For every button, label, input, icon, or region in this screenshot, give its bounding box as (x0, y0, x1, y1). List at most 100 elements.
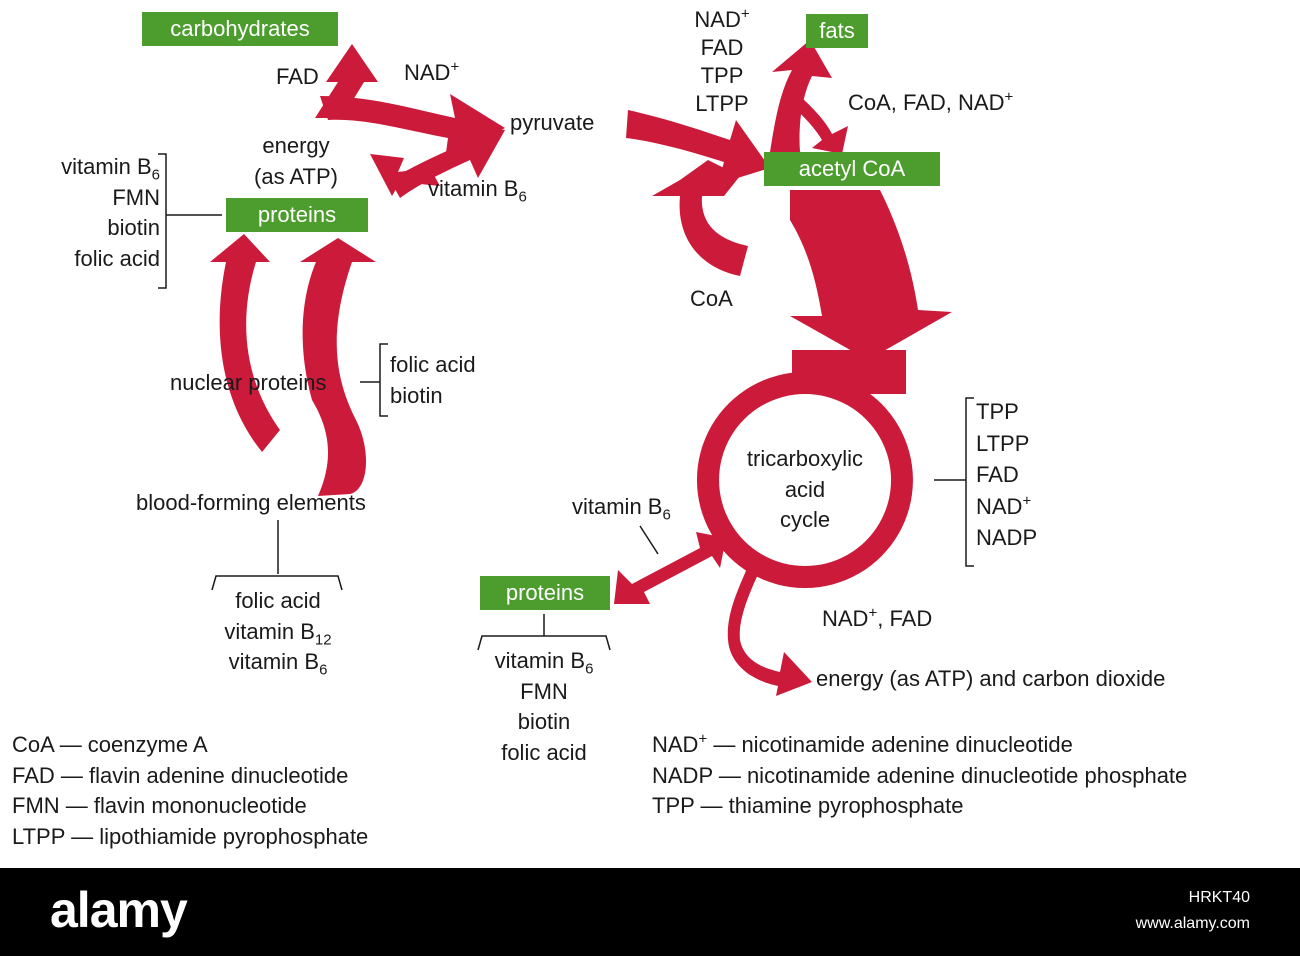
cofactor-item: folic acid (501, 739, 587, 765)
nad-fad-label: NAD+, FAD (822, 604, 932, 634)
proteins-box-top: proteins (226, 198, 368, 232)
vitamin-sub: 6 (585, 660, 594, 678)
metabolism-diagram: carbohydrates proteins fats acetyl CoA p… (12, 6, 1187, 852)
coa-label: CoA (690, 286, 733, 311)
arrow-coa-recycle (652, 160, 748, 276)
vitamin-b6-label: vitamin B6 (428, 174, 527, 204)
cofactor-item: LTPP (695, 91, 749, 116)
arc-proteins-right (300, 238, 376, 496)
nad-text: NAD (404, 60, 451, 85)
nad-plus: + (868, 604, 878, 622)
cofactor-vitamin-b6: vitamin B6 (196, 647, 360, 678)
cofactor-item: FMN (112, 184, 160, 210)
energy-co2-label: energy (as ATP) and carbon dioxide (816, 666, 1166, 691)
arrow-pyruvate-to-carbohydrates (315, 44, 378, 118)
image-id: HRKT40 (1188, 889, 1250, 906)
arrow-tca-to-energy (727, 566, 812, 696)
nad-plus: + (698, 730, 708, 748)
vitamin-text: vitamin B (572, 494, 663, 519)
energy-line2: (as ATP) (254, 164, 338, 189)
legend-item: CoA — coenzyme A (12, 732, 208, 757)
vitamin-text: vitamin B (224, 618, 315, 644)
cofactor-item: FMN (520, 678, 568, 704)
vitamin-sub: 6 (151, 166, 160, 184)
arrow-acetyl-fats-right (794, 96, 848, 154)
bracket-blood (211, 520, 343, 591)
cofactor-item: FAD (700, 35, 744, 60)
tca-neck (792, 350, 906, 394)
legend-item-nad: NAD+ — nicotinamide adenine dinucleotide (652, 730, 1187, 761)
bracket-proteins-bottom (477, 614, 611, 651)
nad-plus: + (740, 5, 750, 23)
vitamin-sub: 12 (314, 630, 332, 648)
acetyl-coa-box: acetyl CoA (764, 152, 940, 186)
legend-item: TPP — thiamine pyrophosphate (652, 793, 964, 818)
cofactor-item: biotin (390, 382, 443, 408)
bracket-proteins-top (158, 153, 222, 289)
cofactor-item: TPP (700, 63, 744, 88)
leader-vitamin-b6 (639, 525, 659, 555)
fad-label: FAD (276, 64, 319, 89)
proteins-top-cofactors: vitamin B6 FMN biotin folic acid (30, 152, 160, 274)
alamy-logo: alamy (50, 882, 188, 938)
proteins-bottom-cofactors: vitamin B6 FMN biotin folic acid (474, 646, 614, 768)
legend-item: NADP — nicotinamide adenine dinucleotide… (652, 762, 1188, 788)
legend-item: FMN — flavin mononucleotide (12, 793, 307, 818)
cofactor-item: folic acid (235, 588, 321, 613)
energy-label: energy (as ATP) (238, 130, 354, 192)
cofactor-item: LTPP (976, 430, 1030, 456)
blood-cofactors: folic acid vitamin B12 vitamin B6 (196, 586, 360, 678)
bracket-tca (934, 397, 974, 567)
cofactor-nad: NAD+ (976, 491, 1037, 523)
legend-right: NAD+ — nicotinamide adenine dinucleotide… (652, 730, 1187, 822)
arc-proteins-left (210, 234, 280, 452)
coa-fad-nad-text: CoA, FAD, NAD (848, 90, 1005, 115)
nad-definition: — nicotinamide adenine dinucleotide (707, 732, 1073, 757)
pathway-arrows (158, 40, 974, 696)
nad-plus: + (1022, 492, 1032, 510)
proteins-box-bottom: proteins (480, 576, 610, 610)
tca-label: tricarboxylic acid cycle (730, 444, 880, 536)
nad-text: NAD (976, 493, 1023, 519)
tca-cofactors: TPP LTPP FAD NAD+ NADP (976, 396, 1037, 554)
vitamin-sub: 6 (518, 188, 527, 206)
arrow-pyruvate-to-proteins (370, 154, 440, 196)
vitamin-text: vitamin B (61, 154, 152, 179)
cofactor-item: folic acid (390, 352, 476, 377)
coa-fad-nad-label: CoA, FAD, NAD+ (848, 88, 1013, 118)
nuclear-proteins-label: nuclear proteins (170, 370, 327, 395)
cofactor-item: TPP (976, 399, 1019, 424)
legend-item: LTPP — lipothiamide pyrophosphate (12, 823, 369, 849)
legend-item: FAD — flavin adenine dinucleotide (12, 762, 349, 788)
vitamin-b6-tca-label: vitamin B6 (572, 492, 671, 522)
bracket-nuclear (360, 343, 388, 417)
blood-forming-label: blood-forming elements (136, 490, 366, 515)
cofactor-item: NADP (976, 525, 1038, 550)
energy-line1: energy (262, 133, 330, 158)
tca-line1: tricarboxylic (746, 446, 864, 471)
nad-text: NAD (822, 606, 869, 631)
fats-box: fats (806, 14, 868, 48)
cofactor-vitamin-b12: vitamin B12 (196, 617, 360, 648)
pyruvate-acetyl-cofactors: NAD+ FAD TPP LTPP (672, 6, 772, 118)
legend-left: CoA — coenzyme A FAD — flavin adenine di… (12, 730, 368, 852)
fad-suffix: , FAD (877, 606, 933, 631)
site-url: www.alamy.com (1135, 915, 1250, 932)
vitamin-text: vitamin B (428, 176, 519, 201)
arrow-tca-to-proteins (614, 532, 726, 604)
cofactor-vitamin-b6: vitamin B6 (474, 646, 614, 677)
nad-plus: + (1004, 88, 1014, 106)
cofactor-item: biotin (517, 709, 571, 734)
cofactor-nad: NAD+ (672, 6, 772, 34)
arrow-acetyl-to-tca (790, 190, 952, 360)
carbohydrates-box: carbohydrates (142, 12, 338, 46)
nad-text: NAD (652, 732, 699, 757)
nad-label: NAD+ (404, 58, 459, 88)
vitamin-text: vitamin B (228, 649, 320, 674)
pyruvate-label: pyruvate (510, 110, 595, 135)
cofactor-vitamin-b6: vitamin B6 (30, 152, 160, 183)
cofactor-item: biotin (107, 215, 160, 240)
watermark-footer: alamy HRKT40 www.alamy.com (0, 868, 1300, 956)
arrow-pyruvate-to-acetyl (626, 110, 770, 184)
nad-text: NAD (694, 7, 741, 32)
